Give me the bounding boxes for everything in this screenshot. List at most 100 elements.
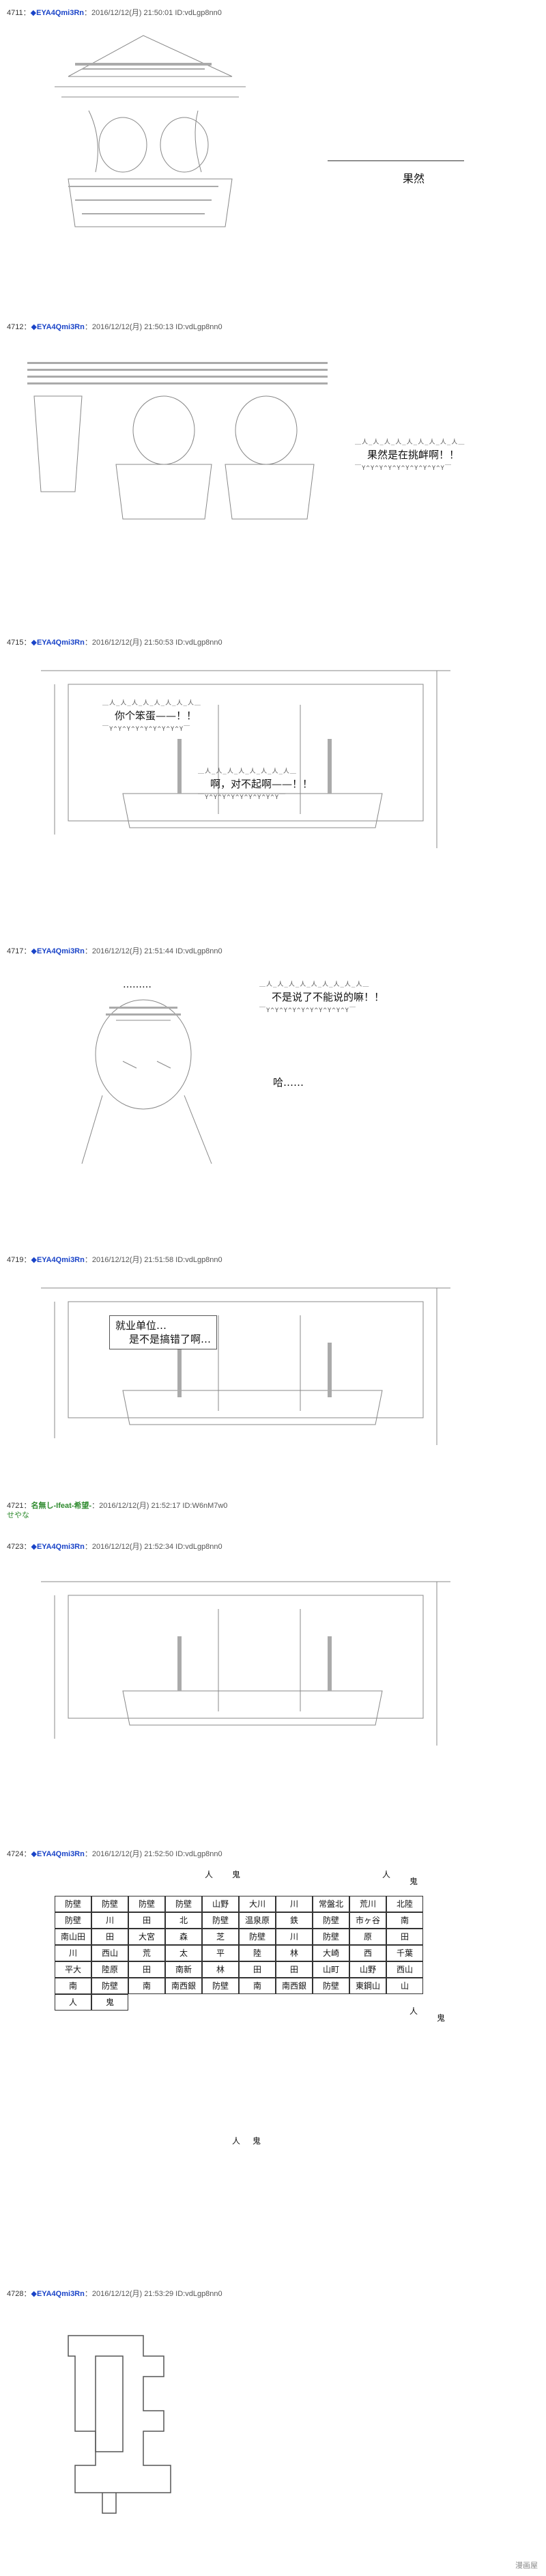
map-cell: 防壁 (91, 1896, 128, 1912)
map-cell: 人 (55, 1994, 91, 2011)
map-cell: 防壁 (55, 1896, 91, 1912)
map-cell: 西山 (91, 1945, 128, 1961)
post-header: 4728：◆EYA4Qmi3Rn：2016/12/12(月) 21:53:29 … (7, 2290, 222, 2298)
post-number[interactable]: 4711 (7, 9, 23, 17)
map-cell: 温泉原 (239, 1912, 276, 1929)
map-cell: 防壁 (202, 1978, 239, 1994)
poster-name[interactable]: ◆EYA4Qmi3Rn (31, 2290, 85, 2298)
top-ellipsis: ……… (123, 979, 152, 990)
post-header: 4721：名無し-Ifeat-希望-：2016/12/12(月) 21:52:1… (7, 1502, 228, 1510)
map-cell: 平大 (55, 1961, 91, 1978)
speech-line (328, 160, 464, 161)
post-number[interactable]: 4721 (7, 1502, 24, 1510)
post-meta: ：2016/12/12(月) 21:52:17 ID:W6nM7w0 (91, 1502, 228, 1510)
map-cell: 西山 (386, 1961, 423, 1978)
map-cell: 川 (276, 1896, 313, 1912)
map-cell: 防壁 (202, 1912, 239, 1929)
post-number[interactable]: 4719 (7, 1256, 24, 1264)
map-cell: 市ヶ谷 (349, 1912, 386, 1929)
shout-bubble-2: ＿人_人_人_人_人_人_人_人＿ 啊，对不起啊——！！ ￣Y^Y^Y^Y^Y^… (198, 766, 325, 801)
poster-name[interactable]: ◆EYA4Qmi3Rn (31, 1543, 85, 1551)
map-cell: 千葉 (386, 1945, 423, 1961)
poster-name[interactable]: 名無し-Ifeat-希望- (31, 1502, 92, 1510)
post-number[interactable]: 4728 (7, 2290, 24, 2298)
map-cell: 林 (276, 1945, 313, 1961)
post-number[interactable]: 4723 (7, 1543, 24, 1551)
ascii-art-room (41, 1287, 450, 1445)
map-label: 人 (205, 1870, 214, 1879)
map-cell: 防壁 (165, 1896, 202, 1912)
map-cell: 川 (276, 1929, 313, 1945)
map-cell: 川 (55, 1945, 91, 1961)
shout-text: 不是说了不能说的嘛！！ (272, 991, 385, 1003)
poster-name[interactable]: ◆EYA4Qmi3Rn (31, 639, 85, 647)
ascii-art-room (41, 1581, 450, 1746)
map-cell: 防壁 (91, 1978, 128, 1994)
shout-bubble-1: ＿人_人_人_人_人_人_人_人＿ 你个笨蛋——！！ ￣Y^Y^Y^Y^Y^Y^… (102, 698, 209, 733)
poster-name[interactable]: ◆EYA4Qmi3Rn (30, 9, 85, 17)
ascii-art-hat-characters (55, 35, 246, 227)
site-watermark: 漫画屋 (515, 2562, 538, 2570)
map-cell: 田 (276, 1961, 313, 1978)
map-cell: 山町 (313, 1961, 349, 1978)
poster-name[interactable]: ◆EYA4Qmi3Rn (31, 1850, 85, 1858)
map-cell: 北 (165, 1912, 202, 1929)
balloon-line-2: 是不是搞错了啊… (129, 1333, 212, 1345)
map-cell: 西 (349, 1945, 386, 1961)
map-cell: 原 (349, 1929, 386, 1945)
map-cell: 田 (128, 1961, 165, 1978)
post-meta: ：2016/12/12(月) 21:50:53 ID:vdLgp8nn0 (84, 639, 222, 647)
map-cell: 大川 (239, 1896, 276, 1912)
map-label: 人 (232, 2136, 241, 2146)
poster-name[interactable]: ◆EYA4Qmi3Rn (31, 1256, 85, 1264)
post-header: 4717：◆EYA4Qmi3Rn：2016/12/12(月) 21:51:44 … (7, 947, 222, 955)
map-label: 人 (410, 2006, 418, 2016)
shout-text-1: 你个笨蛋——！！ (115, 710, 197, 722)
map-cell: 東鋼山 (349, 1978, 386, 1994)
post-meta: ：2016/12/12(月) 21:50:13 ID:vdLgp8nn0 (84, 323, 222, 331)
map-cell: 平 (202, 1945, 239, 1961)
post-number[interactable]: 4715 (7, 639, 24, 647)
map-cell: 北陸 (386, 1896, 423, 1912)
map-cell: 南新 (165, 1961, 202, 1978)
map-cell: 大崎 (313, 1945, 349, 1961)
ascii-art-room (41, 670, 450, 848)
map-cell: 防壁 (55, 1912, 91, 1929)
map-cell: 山 (386, 1978, 423, 1994)
map-cell: 山野 (202, 1896, 239, 1912)
map-cell: 田 (91, 1929, 128, 1945)
post-meta: ：2016/12/12(月) 21:51:44 ID:vdLgp8nn0 (84, 947, 222, 955)
map-label: 鬼 (437, 2013, 446, 2023)
post-number[interactable]: 4717 (7, 947, 24, 955)
map-cell: 陸原 (91, 1961, 128, 1978)
map-cell: 鉄 (276, 1912, 313, 1929)
map-cell: 防壁 (313, 1912, 349, 1929)
map-cell: 荒川 (349, 1896, 386, 1912)
speech-balloon: 就业单位… 是不是搞错了啊… (109, 1315, 218, 1349)
map-cell: 山野 (349, 1961, 386, 1978)
map-cell: 南 (386, 1912, 423, 1929)
map-cell: 防壁 (313, 1929, 349, 1945)
map-cell: 南山田 (55, 1929, 91, 1945)
map-cell: 防壁 (128, 1896, 165, 1912)
map-cell: 荒 (128, 1945, 165, 1961)
map-cell: 田 (239, 1961, 276, 1978)
post-header: 4711：◆EYA4Qmi3Rn：2016/12/12(月) 21:50:01 … (7, 9, 222, 17)
post-number[interactable]: 4724 (7, 1850, 24, 1858)
balloon-line-1: 就业单位… (115, 1319, 167, 1332)
map-label: 人 (382, 1870, 391, 1879)
post-header: 4712：◆EYA4Qmi3Rn：2016/12/12(月) 21:50:13 … (7, 323, 222, 331)
map-cell: 陸 (239, 1945, 276, 1961)
map-cell: 南 (239, 1978, 276, 1994)
ascii-art-corridor-map (68, 2335, 171, 2514)
poster-name[interactable]: ◆EYA4Qmi3Rn (31, 947, 85, 955)
map-cell: 鬼 (91, 1994, 128, 2011)
shout-bubble: ＿人_人_人_人_人_人_人_人_人＿ 果然是在挑衅啊！！ ￣Y^Y^Y^Y^Y… (355, 437, 472, 472)
poster-name[interactable]: ◆EYA4Qmi3Rn (31, 323, 85, 331)
post-meta: ：2016/12/12(月) 21:53:29 ID:vdLgp8nn0 (84, 2290, 222, 2298)
post-meta: ：2016/12/12(月) 21:51:58 ID:vdLgp8nn0 (84, 1256, 222, 1264)
post-header: 4719：◆EYA4Qmi3Rn：2016/12/12(月) 21:51:58 … (7, 1256, 222, 1264)
map-cell: 南西銀 (276, 1978, 313, 1994)
post-number[interactable]: 4712 (7, 323, 24, 331)
post-text: せやな (7, 1511, 29, 1520)
